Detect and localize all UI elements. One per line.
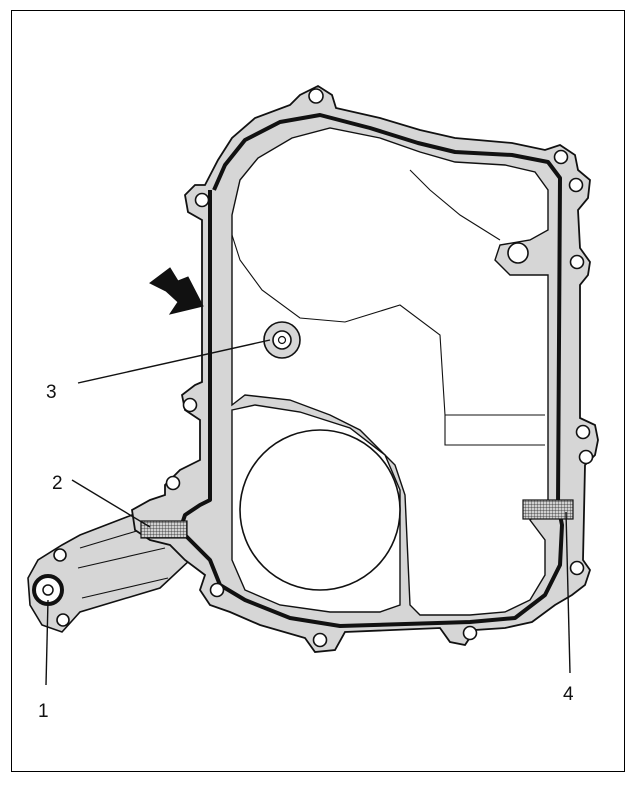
bolt-holes — [53, 88, 594, 648]
sealant-patch-4 — [522, 499, 574, 520]
gasket-inner-opening — [231, 127, 549, 616]
leader-lines — [45, 339, 571, 686]
inner-contour — [231, 169, 545, 446]
callout-1: 1 — [38, 701, 49, 722]
bolt-1 — [32, 574, 64, 606]
callout-3: 3 — [46, 382, 57, 403]
callout-2: 2 — [52, 473, 63, 494]
sealant-patch-2 — [140, 520, 188, 539]
arrow-icon — [149, 267, 204, 315]
callout-4: 4 — [563, 684, 574, 705]
large-round-opening — [239, 429, 401, 591]
stud-3 — [263, 321, 301, 359]
